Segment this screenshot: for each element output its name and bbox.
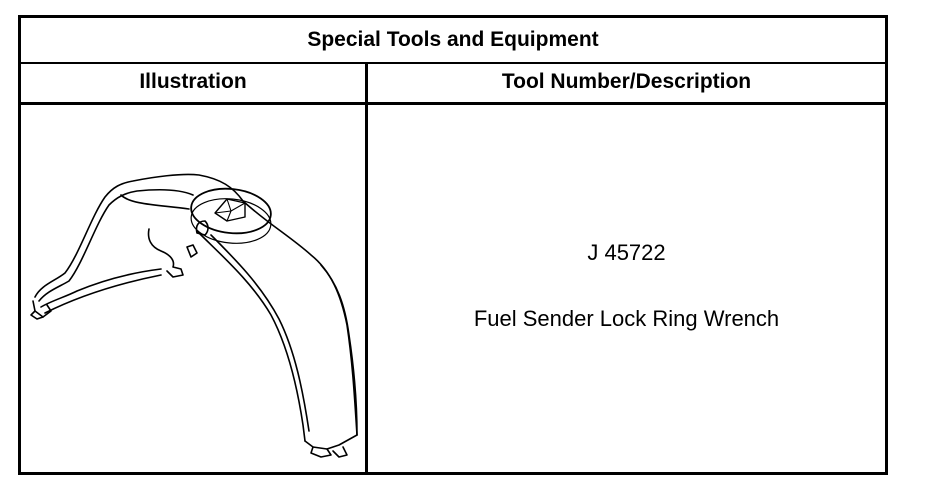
table-title: Special Tools and Equipment — [21, 18, 885, 64]
illustration-cell — [21, 105, 368, 472]
header-tool-description: Tool Number/Description — [501, 70, 752, 93]
tool-number: J 45722 — [587, 239, 666, 265]
header-illustration: Illustration — [21, 62, 368, 102]
tool-description: Fuel Sender Lock Ring Wrench — [473, 305, 780, 331]
table-row: J 45722 Fuel Sender Lock Ring Wrench — [21, 105, 885, 472]
special-tools-table: Special Tools and Equipment Illustration… — [18, 15, 888, 475]
lock-ring-wrench-illustration-icon — [30, 173, 358, 458]
description-cell: J 45722 Fuel Sender Lock Ring Wrench — [368, 105, 885, 472]
table-header-row: Illustration Tool Number/Description — [21, 62, 885, 105]
